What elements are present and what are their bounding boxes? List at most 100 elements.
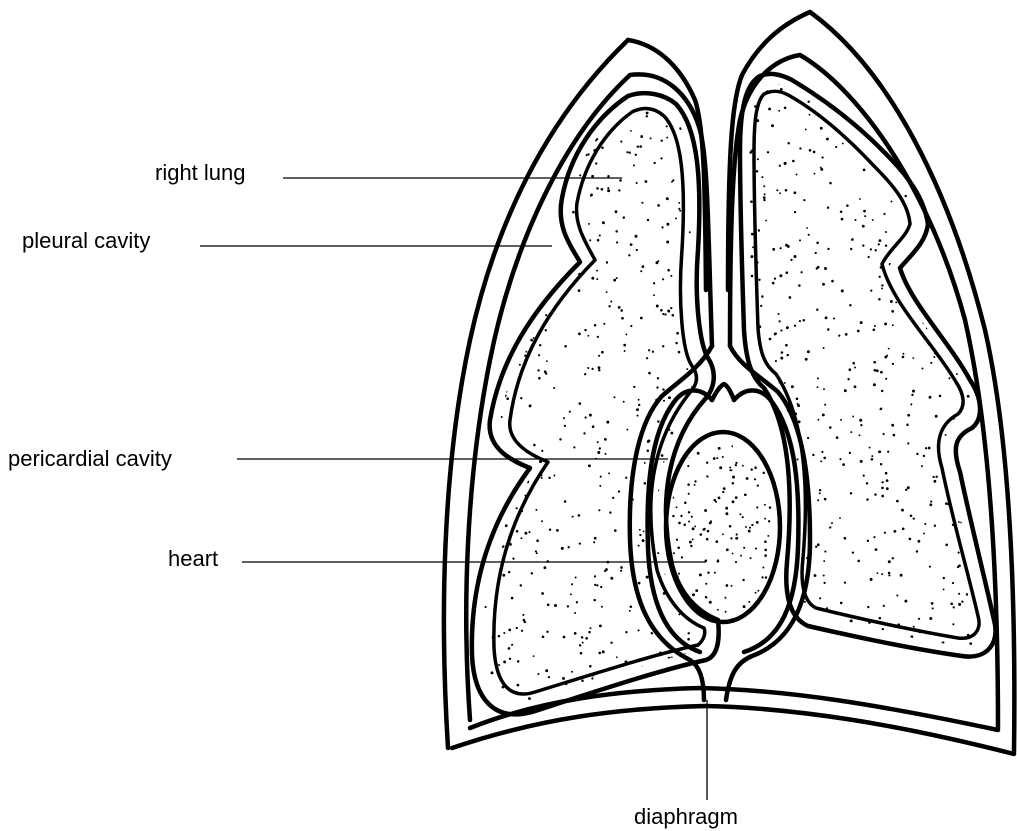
stipple-dot bbox=[596, 278, 598, 280]
stipple-dot bbox=[743, 461, 745, 463]
stipple-dot bbox=[743, 547, 745, 549]
stipple-dot bbox=[615, 111, 617, 113]
stipple-dot bbox=[563, 417, 565, 419]
stipple-dot bbox=[817, 377, 819, 379]
stipple-dot bbox=[952, 582, 954, 584]
stipple-dot bbox=[779, 165, 781, 167]
stipple-dot bbox=[751, 275, 754, 278]
stipple-dot bbox=[756, 506, 758, 508]
stipple-dot bbox=[888, 574, 890, 576]
stipple-dot bbox=[666, 197, 669, 200]
stipple-dot bbox=[543, 103, 546, 106]
stipple-dot bbox=[777, 446, 780, 449]
stipple-dot bbox=[663, 559, 666, 562]
stipple-dot bbox=[537, 369, 539, 371]
stipple-dot bbox=[824, 551, 826, 553]
stipple-dot bbox=[535, 509, 537, 511]
stipple-dot bbox=[859, 434, 861, 436]
stipple-dot bbox=[826, 94, 828, 96]
stipple-dot bbox=[502, 545, 504, 547]
stipple-dot bbox=[691, 516, 693, 518]
stipple-dot bbox=[579, 644, 581, 646]
stipple-dot bbox=[875, 548, 878, 551]
stipple-dot bbox=[615, 210, 618, 213]
stipple-dot bbox=[630, 130, 632, 132]
stipple-dot bbox=[953, 606, 955, 608]
stipple-dot bbox=[933, 294, 936, 297]
stipple-dot bbox=[874, 325, 876, 327]
stipple-dot bbox=[517, 660, 520, 663]
stipple-dot bbox=[571, 671, 573, 673]
stipple-dot bbox=[985, 373, 987, 375]
stipple-dot bbox=[506, 397, 509, 400]
stipple-dot bbox=[936, 147, 939, 150]
stipple-dot bbox=[790, 464, 792, 466]
stipple-dot bbox=[960, 233, 962, 235]
stipple-dot bbox=[524, 532, 527, 535]
stipple-dot bbox=[928, 447, 931, 450]
stipple-dot bbox=[983, 229, 986, 232]
stipple-dot bbox=[640, 135, 643, 138]
stipple-dot bbox=[794, 191, 797, 194]
stipple-dot bbox=[757, 485, 759, 487]
stipple-dot bbox=[644, 482, 647, 485]
stipple-dot bbox=[806, 227, 808, 229]
stipple-dot bbox=[666, 137, 668, 139]
stipple-dot bbox=[816, 309, 818, 311]
stipple-dot bbox=[863, 210, 866, 213]
stipple-dot bbox=[701, 430, 703, 432]
stipple-dot bbox=[542, 635, 545, 638]
stipple-dot bbox=[662, 345, 664, 347]
stipple-dot bbox=[765, 604, 768, 607]
stipple-dot bbox=[954, 322, 956, 324]
stipple-dot bbox=[652, 351, 654, 353]
stipple-dot bbox=[929, 503, 932, 506]
stipple-dot bbox=[842, 463, 845, 466]
stipple-dot bbox=[821, 156, 823, 158]
stipple-dot bbox=[515, 319, 517, 321]
stipple-dot bbox=[962, 353, 965, 356]
stipple-dot bbox=[732, 553, 734, 555]
stipple-dot bbox=[545, 329, 547, 331]
stipple-dot bbox=[831, 522, 833, 524]
stipple-dot bbox=[933, 151, 935, 153]
stipple-dot bbox=[597, 239, 600, 242]
stipple-dot bbox=[714, 323, 717, 326]
pericardial-sac-top bbox=[712, 384, 734, 400]
stipple-dot bbox=[781, 351, 784, 354]
stipple-dot bbox=[961, 601, 963, 603]
stipple-dot bbox=[726, 584, 729, 587]
stipple-dot bbox=[665, 660, 667, 662]
stipple-dot bbox=[745, 286, 748, 289]
stipple-dot bbox=[785, 162, 787, 164]
stipple-dot bbox=[916, 453, 918, 455]
stipple-dot bbox=[550, 224, 552, 226]
stipple-dot bbox=[528, 531, 530, 533]
stipple-dot bbox=[564, 425, 566, 427]
stipple-dot bbox=[548, 676, 550, 678]
stipple-dot bbox=[756, 521, 759, 524]
stipple-dot bbox=[735, 537, 738, 540]
stipple-dot bbox=[930, 501, 932, 503]
stipple-dot bbox=[638, 399, 640, 401]
stipple-dot bbox=[677, 477, 680, 480]
thoracic-wall-outer-right bbox=[810, 12, 1014, 752]
stipple-dot bbox=[762, 567, 764, 569]
stipple-dot bbox=[930, 241, 933, 244]
stipple-dot bbox=[618, 490, 620, 492]
stipple-dot bbox=[657, 420, 659, 422]
stipple-dot bbox=[687, 483, 690, 486]
stipple-dot bbox=[859, 198, 861, 200]
stipple-dot bbox=[510, 236, 513, 239]
stipple-dot bbox=[573, 446, 575, 448]
stipple-dot bbox=[707, 571, 709, 573]
stipple-dot bbox=[546, 360, 548, 362]
stipple-dot bbox=[601, 351, 604, 354]
stipple-dot bbox=[924, 523, 926, 525]
stipple-dot bbox=[678, 208, 680, 210]
stipple-dot bbox=[598, 366, 601, 369]
stipple-dot bbox=[561, 240, 564, 243]
stipple-dot bbox=[673, 552, 675, 554]
stipple-dot bbox=[707, 100, 709, 102]
stipple-dot bbox=[891, 310, 894, 313]
